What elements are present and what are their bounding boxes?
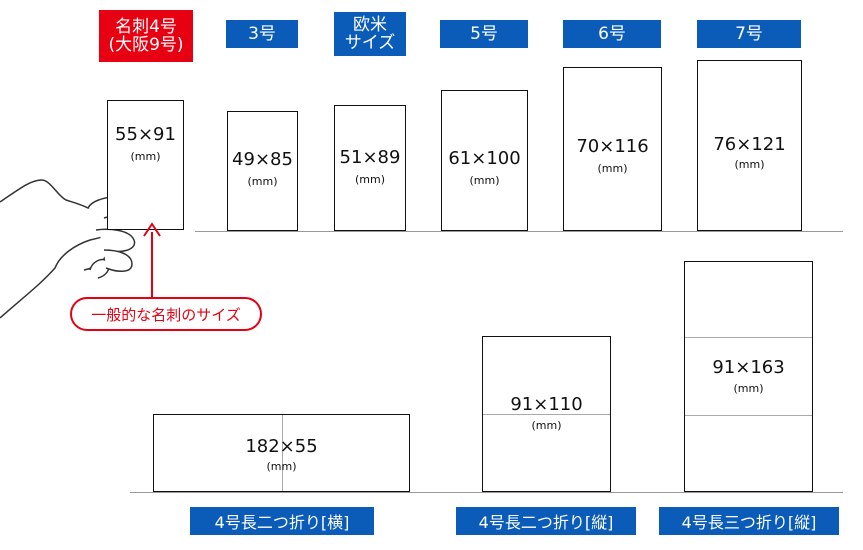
card-5go-dims: 61×100 (448, 148, 521, 169)
fold-line (282, 415, 283, 491)
card-6go-dims: 70×116 (576, 136, 649, 157)
card-meishi-dims: 55×91 (115, 124, 176, 145)
meishi-4go-label: 名刺4号 (大阪9号) (99, 10, 193, 62)
card-fold-v-dims: 91×110 (510, 394, 583, 415)
card-5go-unit: (mm) (469, 174, 500, 187)
size-5go-label: 5号 (440, 20, 528, 48)
card-3go-unit: (mm) (247, 175, 278, 188)
callout-text: 一般的な名刺のサイズ (91, 305, 241, 324)
card-meishi-unit: (mm) (130, 150, 161, 163)
card-5go: 61×100 (mm) (441, 90, 528, 231)
card-meishi-4go: 55×91 (mm) (107, 100, 184, 230)
card-4go-long-bifold-vertical: 91×110 (mm) (482, 336, 611, 492)
label-fold-h-text: 4号長二つ折り[横] (214, 513, 350, 532)
label-4go-long-bifold-vertical: 4号長二つ折り[縦] (456, 507, 636, 535)
card-6go: 70×116 (mm) (563, 67, 662, 231)
card-fold-h-dims: 182×55 (245, 436, 318, 457)
card-fold-tri-unit: (mm) (733, 382, 764, 395)
label-4go-long-trifold-vertical: 4号長三つ折り[縦] (659, 507, 839, 535)
size-7go-label-text: 7号 (735, 24, 763, 44)
card-7go-unit: (mm) (734, 158, 765, 171)
card-4go-long-trifold-vertical: 91×163 (mm) (684, 261, 813, 492)
euro-size-label-line2: サイズ (344, 33, 396, 53)
meishi-4go-label-line2: (大阪9号) (108, 35, 184, 55)
card-3go-dims: 49×85 (232, 149, 293, 170)
card-7go: 76×121 (mm) (697, 60, 802, 231)
card-fold-tri-dims: 91×163 (712, 357, 785, 378)
fold-line (685, 337, 812, 338)
card-euro-dims: 51×89 (339, 147, 401, 168)
size-5go-label-text: 5号 (470, 24, 498, 44)
card-fold-v-unit: (mm) (531, 419, 562, 432)
label-fold-tri-text: 4号長三つ折り[縦] (681, 513, 817, 532)
euro-size-label-line1: 欧米 (353, 15, 387, 35)
card-7go-dims: 76×121 (713, 134, 786, 155)
euro-size-label: 欧米 サイズ (334, 12, 406, 56)
size-3go-label-text: 3号 (248, 24, 276, 44)
size-7go-label: 7号 (697, 20, 801, 48)
card-4go-long-bifold-horizontal: 182×55 (mm) (153, 414, 410, 492)
hand-holding-card-icon (0, 179, 145, 319)
card-fold-h-unit: (mm) (266, 460, 297, 473)
fold-line (685, 415, 812, 416)
common-card-size-callout: 一般的な名刺のサイズ (70, 297, 262, 331)
card-euro: 51×89 (mm) (334, 105, 406, 231)
card-euro-unit: (mm) (354, 173, 385, 186)
size-3go-label: 3号 (226, 20, 298, 48)
label-fold-v-text: 4号長二つ折り[縦] (478, 513, 614, 532)
callout-pointer (143, 222, 161, 300)
fold-line (483, 414, 610, 415)
size-6go-label: 6号 (563, 20, 661, 48)
card-3go: 49×85 (mm) (227, 111, 298, 231)
bottom-baseline (130, 492, 843, 493)
card-6go-unit: (mm) (597, 162, 628, 175)
label-4go-long-bifold-horizontal: 4号長二つ折り[横] (190, 507, 374, 535)
top-baseline (195, 231, 843, 232)
meishi-4go-label-line1: 名刺4号 (115, 17, 177, 37)
size-6go-label-text: 6号 (598, 24, 626, 44)
